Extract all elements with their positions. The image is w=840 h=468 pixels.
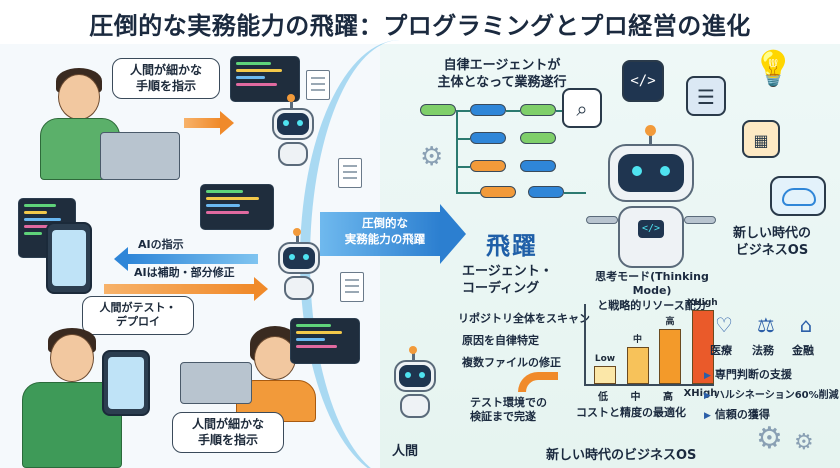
bubble-test-line2: デプロイ [116,315,160,329]
arrow-ai-instruction [114,247,258,271]
thinking-line1: 思考モード(Thinking Mode) [595,270,709,298]
new-os-label: 新しい時代の ビジネスOS [722,226,822,260]
autonomous-label: 自律エージェントが 主体となって業務遂行 [432,58,572,92]
chart-bar-label: 高 [665,316,675,327]
robot-small-bottom [384,346,444,420]
chart-bar [626,347,649,384]
agent-coding-label: エージェント・ コーディング [462,264,553,298]
robot-small-mid [268,228,328,302]
chart-x-tick: XHigh [683,388,718,399]
code-icon: </> [622,60,664,102]
benefit-item: ハルシネーション60%削減 [704,386,839,401]
leap-arrow-text-line2: 実務能力の飛躍 [344,231,426,246]
leap-label: 飛躍 [486,232,538,260]
human-label: 人間 [392,444,419,459]
bubble-test-line1: 人間がテスト・ [99,301,177,314]
bubble-bottom-line1: 人間が細かな [191,417,264,431]
scale-icon: ⚖ [757,313,775,337]
thinking-label: 思考モード(Thinking Mode) と戦略的リソース配分 [576,270,728,313]
chart-x-tick: 中 [630,392,641,403]
footer-label: 新しい時代のビジネスOS [546,448,697,463]
label-ai-instruction: AIの指示 [138,238,184,251]
step-item: 複数ファイルの修正 [462,356,561,369]
tablet [102,350,150,416]
domain-label: 金融 [792,344,814,357]
laptop-bottom [180,362,252,404]
bubble-bottom: 人間が細かな 手順を指示 [172,412,284,454]
step-item: リポジトリ全体をスキャン [458,312,590,325]
bubble-top-line2: 手順を指示 [135,78,196,93]
document-icon [338,158,362,188]
lightbulb-icon: 💡 [752,49,795,89]
document-icon [340,272,364,302]
chart-bar [594,365,616,384]
agent-coding-line2: コーディング [462,280,540,296]
page-title: 圧倒的な実務能力の飛躍：プログラミングとプロ経営の進化 [89,12,751,40]
bubble-test: 人間がテスト・ デプロイ [82,296,194,335]
search-icon: ⌕ [562,88,602,128]
agent-coding-line1: エージェント・ [462,264,553,279]
new-os-line1: 新しい時代の [732,226,811,241]
cost-chart-xlabels: 低 中 高 XHigh [584,388,717,403]
thinking-line2: と戦略的リソース配分 [597,298,707,312]
chart-bar [659,328,681,384]
laptop-top [100,132,180,180]
arrow-top [184,111,234,135]
medical-icon: ♡ [715,313,733,337]
cloud-icon [770,176,826,216]
chart-x-tick: 高 [663,392,673,403]
loop-arrow [518,372,558,392]
step-item: テスト環境での [470,396,547,409]
bubble-bottom-line2: 手順を指示 [197,432,258,447]
leap-arrow [320,204,466,264]
autonomous-line1: 自律エージェントが [443,58,561,73]
bank-icon: ⌂ [799,313,813,337]
calendar-icon: ▦ [742,120,780,158]
chart-bar-label: XHigh [687,298,718,308]
code-panel-bottom [290,318,360,364]
domain-label: 法務 [752,344,774,357]
arrow-ai-support [104,277,268,301]
chart-caption: コストと精度の最適化 [576,406,686,419]
document-icon [306,70,330,100]
robot-large: </> [586,125,716,280]
domain-label: 医療 [710,344,732,357]
label-ai-support: AIは補助・部分修正 [134,266,235,279]
gear-icon: ⚙ [756,421,783,456]
bubble-top-line1: 人間が細かな [129,63,202,77]
chart-bar-label: 中 [632,335,642,345]
code-panel-top [230,56,300,102]
new-os-line2: ビジネスOS [735,242,809,258]
code-panel-mid-right [200,184,274,230]
step-item: 検証まで完遂 [470,410,536,423]
benefit-item: 信頼の獲得 [704,406,770,422]
leap-arrow-text: 圧倒的な 実務能力の飛躍 [320,216,450,247]
database-icon: ☰ [686,76,726,116]
robot-small-top [262,94,322,168]
bubble-top: 人間が細かな 手順を指示 [112,58,220,100]
gear-icon: ⚙ [420,142,444,172]
phone [46,222,92,294]
gear-icon: ⚙ [794,430,814,455]
chart-bar-label: Low [594,353,616,364]
step-item: 原因を自律特定 [462,334,539,347]
chart-x-tick: 低 [598,392,608,403]
benefit-item: 専門判断の支援 [704,366,792,382]
leap-arrow-text-line1: 圧倒的な [362,216,408,230]
cost-chart: Low 中 高 XHigh [584,298,718,386]
autonomous-line2: 主体となって業務遂行 [437,74,567,90]
